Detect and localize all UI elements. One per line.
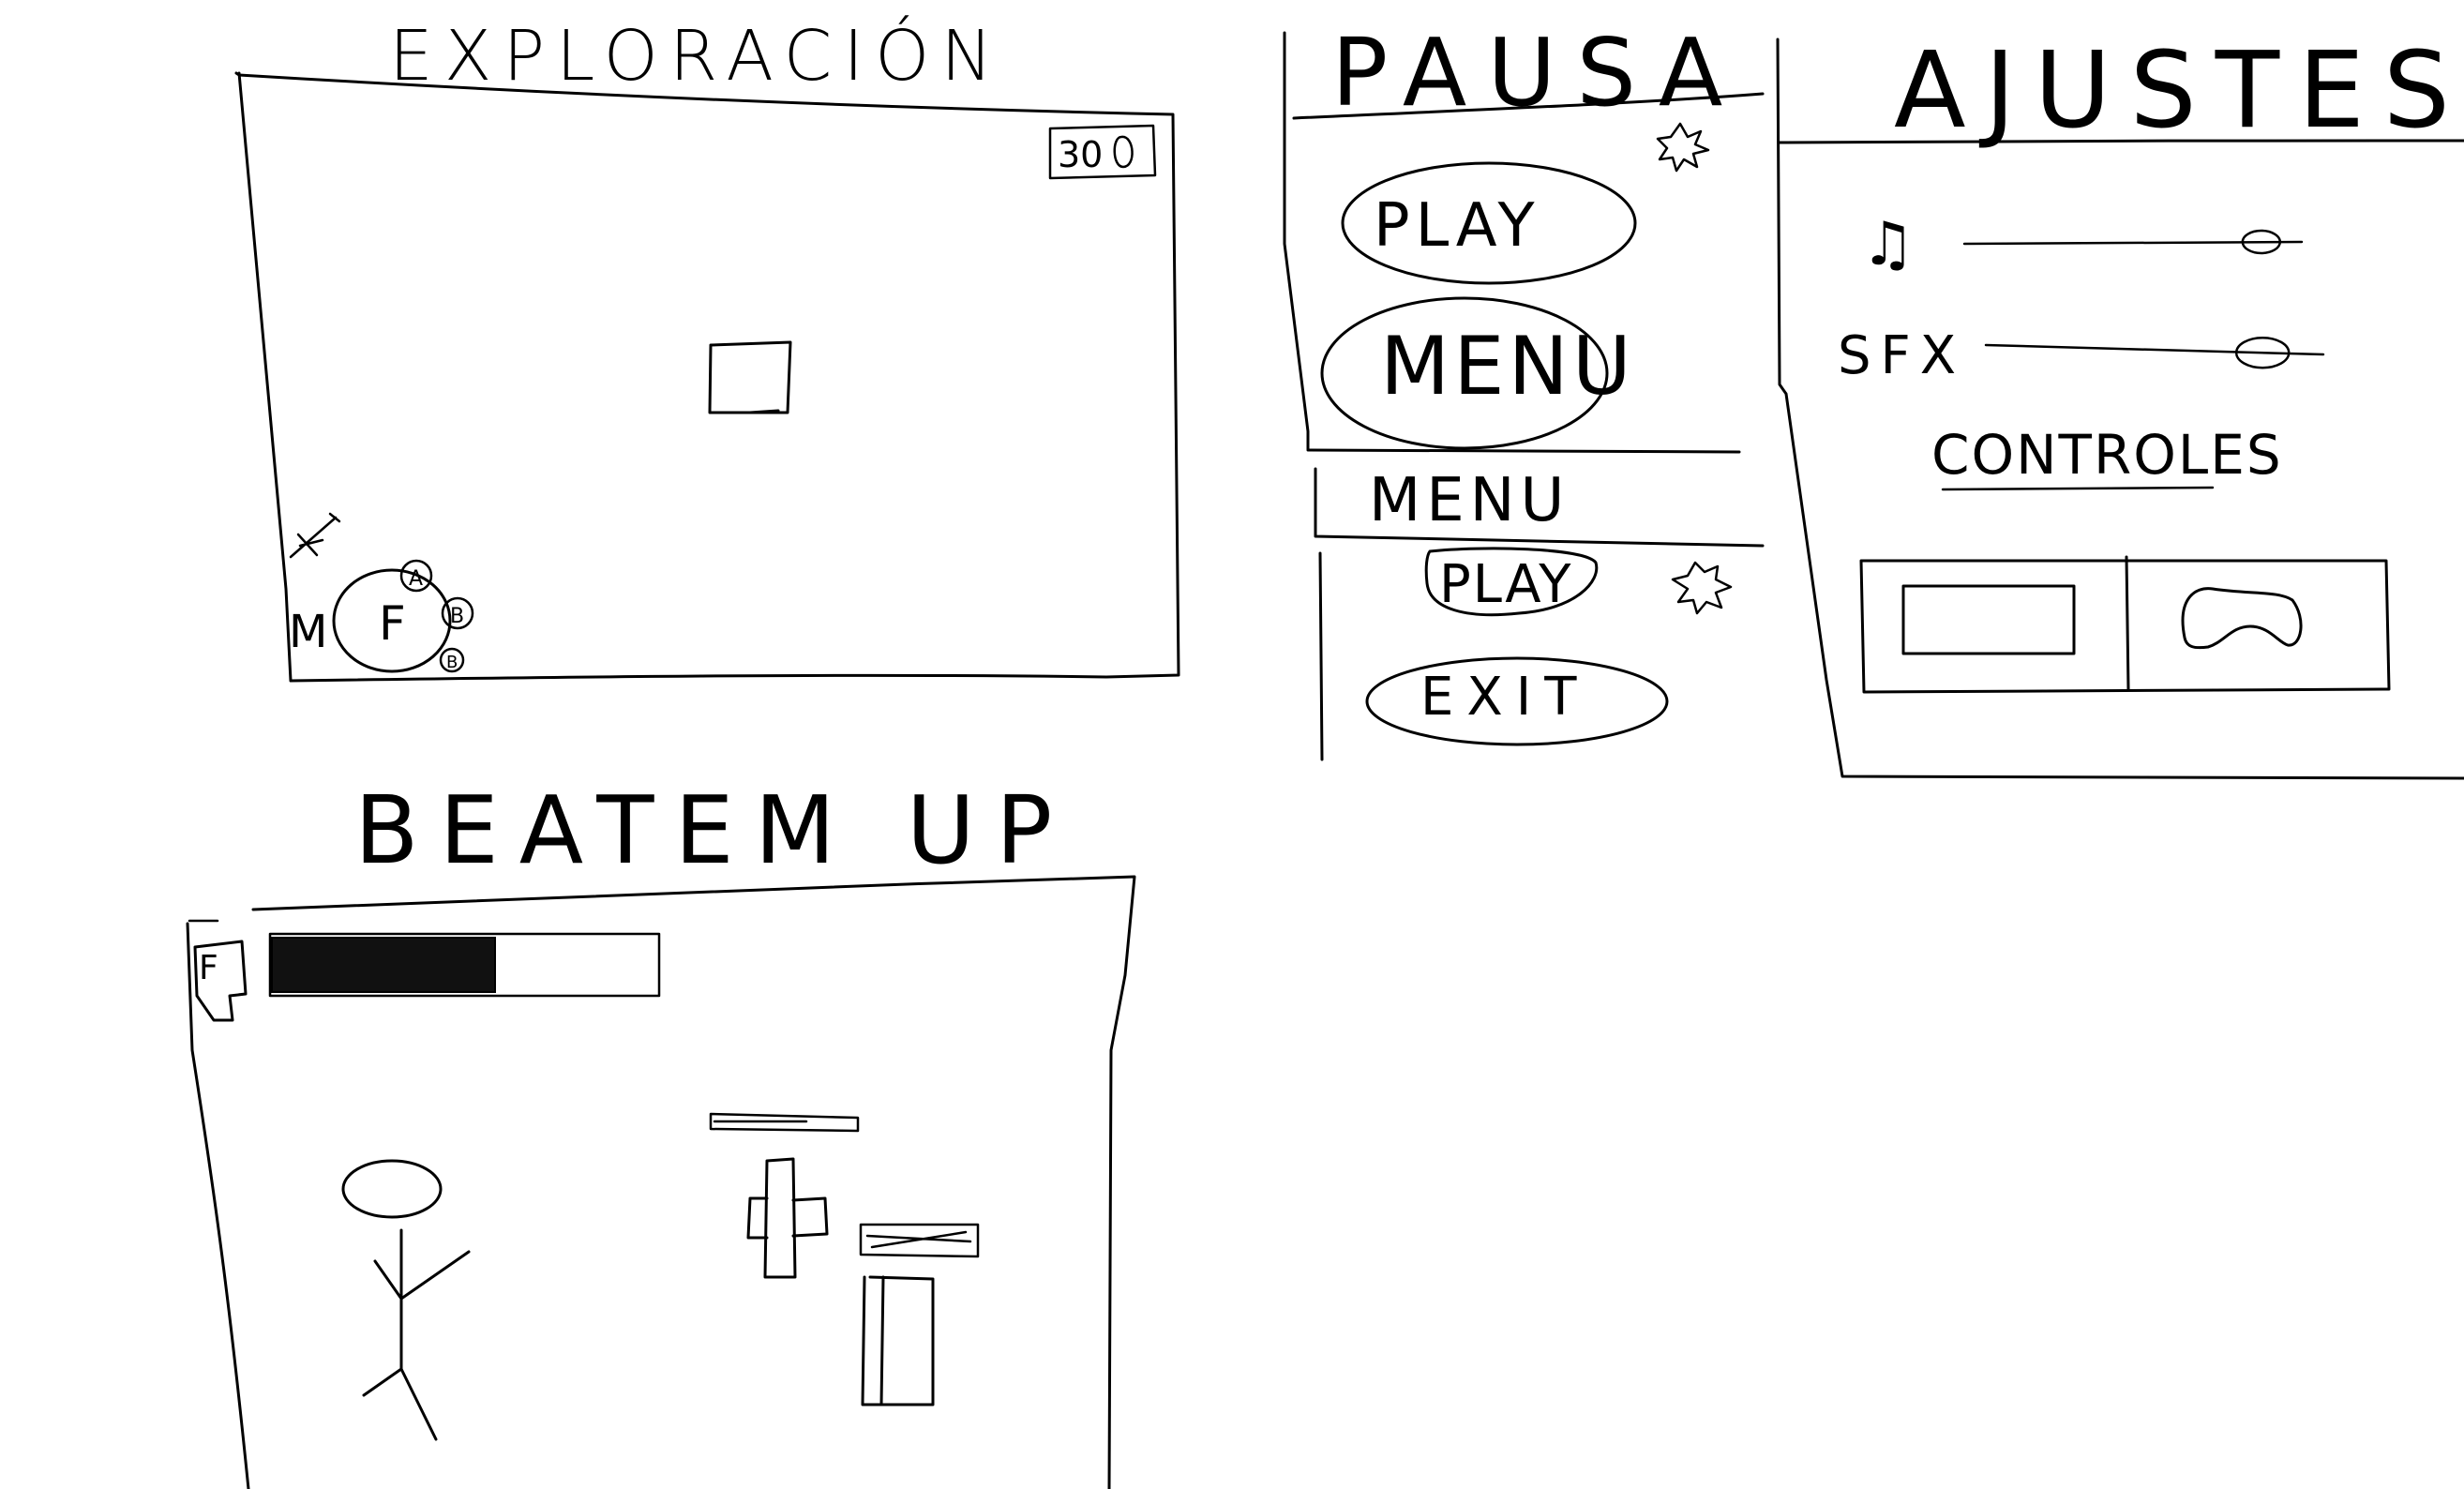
keyboard-icon[interactable]: [1901, 584, 2076, 655]
enemy-two: [859, 1223, 980, 1406]
enemy-two-body: [861, 1275, 935, 1406]
controls-options: [1859, 555, 2391, 694]
enemy-one-health-bar: [709, 1112, 860, 1133]
hud-button-right: [441, 596, 474, 630]
hud-letter-f: F: [379, 596, 406, 651]
menu-frame: [1314, 467, 1765, 761]
exploracion-frame: [234, 71, 1180, 683]
menu-title: MENU: [1369, 466, 1570, 535]
pausa-menu-button[interactable]: MENU: [1320, 296, 1635, 450]
enemy-one-body: [746, 1157, 829, 1279]
player-stick-figure: [341, 1159, 471, 1441]
player-health-fill: [271, 937, 496, 993]
music-icon: ♫: [1861, 210, 1915, 279]
hud-button-bottom: [439, 647, 465, 673]
controls-title: CONTROLES: [1931, 423, 2283, 487]
ajustes-screen: AJUSTES ♫ SFX CONTROLES: [1776, 30, 2464, 780]
player-portrait: [193, 940, 248, 1022]
menu-play-label: PLAY: [1439, 554, 1572, 615]
pausa-play-button[interactable]: PLAY: [1341, 161, 1637, 285]
pausa-title: PAUSA: [1331, 18, 1743, 128]
menu-play-button[interactable]: PLAY: [1424, 547, 1599, 617]
hud-letter-m: M: [289, 606, 327, 658]
pausa-play-label: PLAY: [1374, 191, 1540, 261]
player-health-bar: [268, 932, 661, 998]
beat-em-up-frame: [186, 875, 1136, 1489]
gear-icon[interactable]: [1656, 122, 1710, 173]
ajustes-title: AJUSTES: [1894, 30, 2464, 152]
hud-cluster: M F A B B: [289, 512, 474, 673]
hud-letter-a: A: [409, 567, 423, 591]
pausa-frame: [1283, 31, 1765, 454]
timer-box: 30: [1048, 124, 1157, 180]
hud-letter-b2: B: [446, 653, 458, 672]
sfx-label: SFX: [1838, 325, 1965, 386]
music-slider-track[interactable]: [1962, 240, 2304, 246]
beat-em-up-screen: BEATEM UP F: [186, 775, 1136, 1489]
gear-icon[interactable]: [1671, 561, 1733, 615]
player-character: [708, 340, 792, 414]
music-slider-knob[interactable]: [2241, 229, 2282, 255]
enemy-one: [709, 1112, 860, 1279]
ajustes-frame: [1776, 38, 2464, 780]
sword-icon: [289, 512, 341, 559]
exploracion-screen: EXPLORACIÓN 30 M F A B B: [234, 14, 1180, 683]
menu-screen: MENU PLAY EXIT: [1314, 466, 1765, 761]
sfx-slider-knob[interactable]: [2234, 336, 2291, 369]
menu-exit-label: EXIT: [1420, 667, 1589, 728]
exploracion-title: EXPLORACIÓN: [389, 14, 1004, 97]
enemy-two-health-bar: [859, 1223, 980, 1258]
gamepad-icon[interactable]: [2181, 587, 2303, 650]
beat-em-up-title: BEATEM UP: [354, 775, 1073, 885]
menu-exit-button[interactable]: EXIT: [1365, 656, 1669, 746]
hud-button-top: [399, 559, 433, 593]
sfx-slider-track[interactable]: [1984, 343, 2325, 356]
clock-icon: [1113, 135, 1134, 169]
music-volume-row: ♫: [1861, 210, 2304, 279]
player-portrait-letter: F: [199, 949, 218, 987]
pausa-menu-label: MENU: [1380, 320, 1635, 414]
controls-underline: [1941, 486, 2215, 491]
sfx-volume-row: SFX: [1838, 325, 2325, 386]
player-hud: F: [193, 932, 661, 1022]
pausa-screen: PAUSA PLAY MENU: [1283, 18, 1765, 454]
timer-value: 30: [1058, 134, 1103, 175]
hud-portrait-ring: [332, 568, 452, 673]
hud-letter-b: B: [450, 605, 464, 628]
